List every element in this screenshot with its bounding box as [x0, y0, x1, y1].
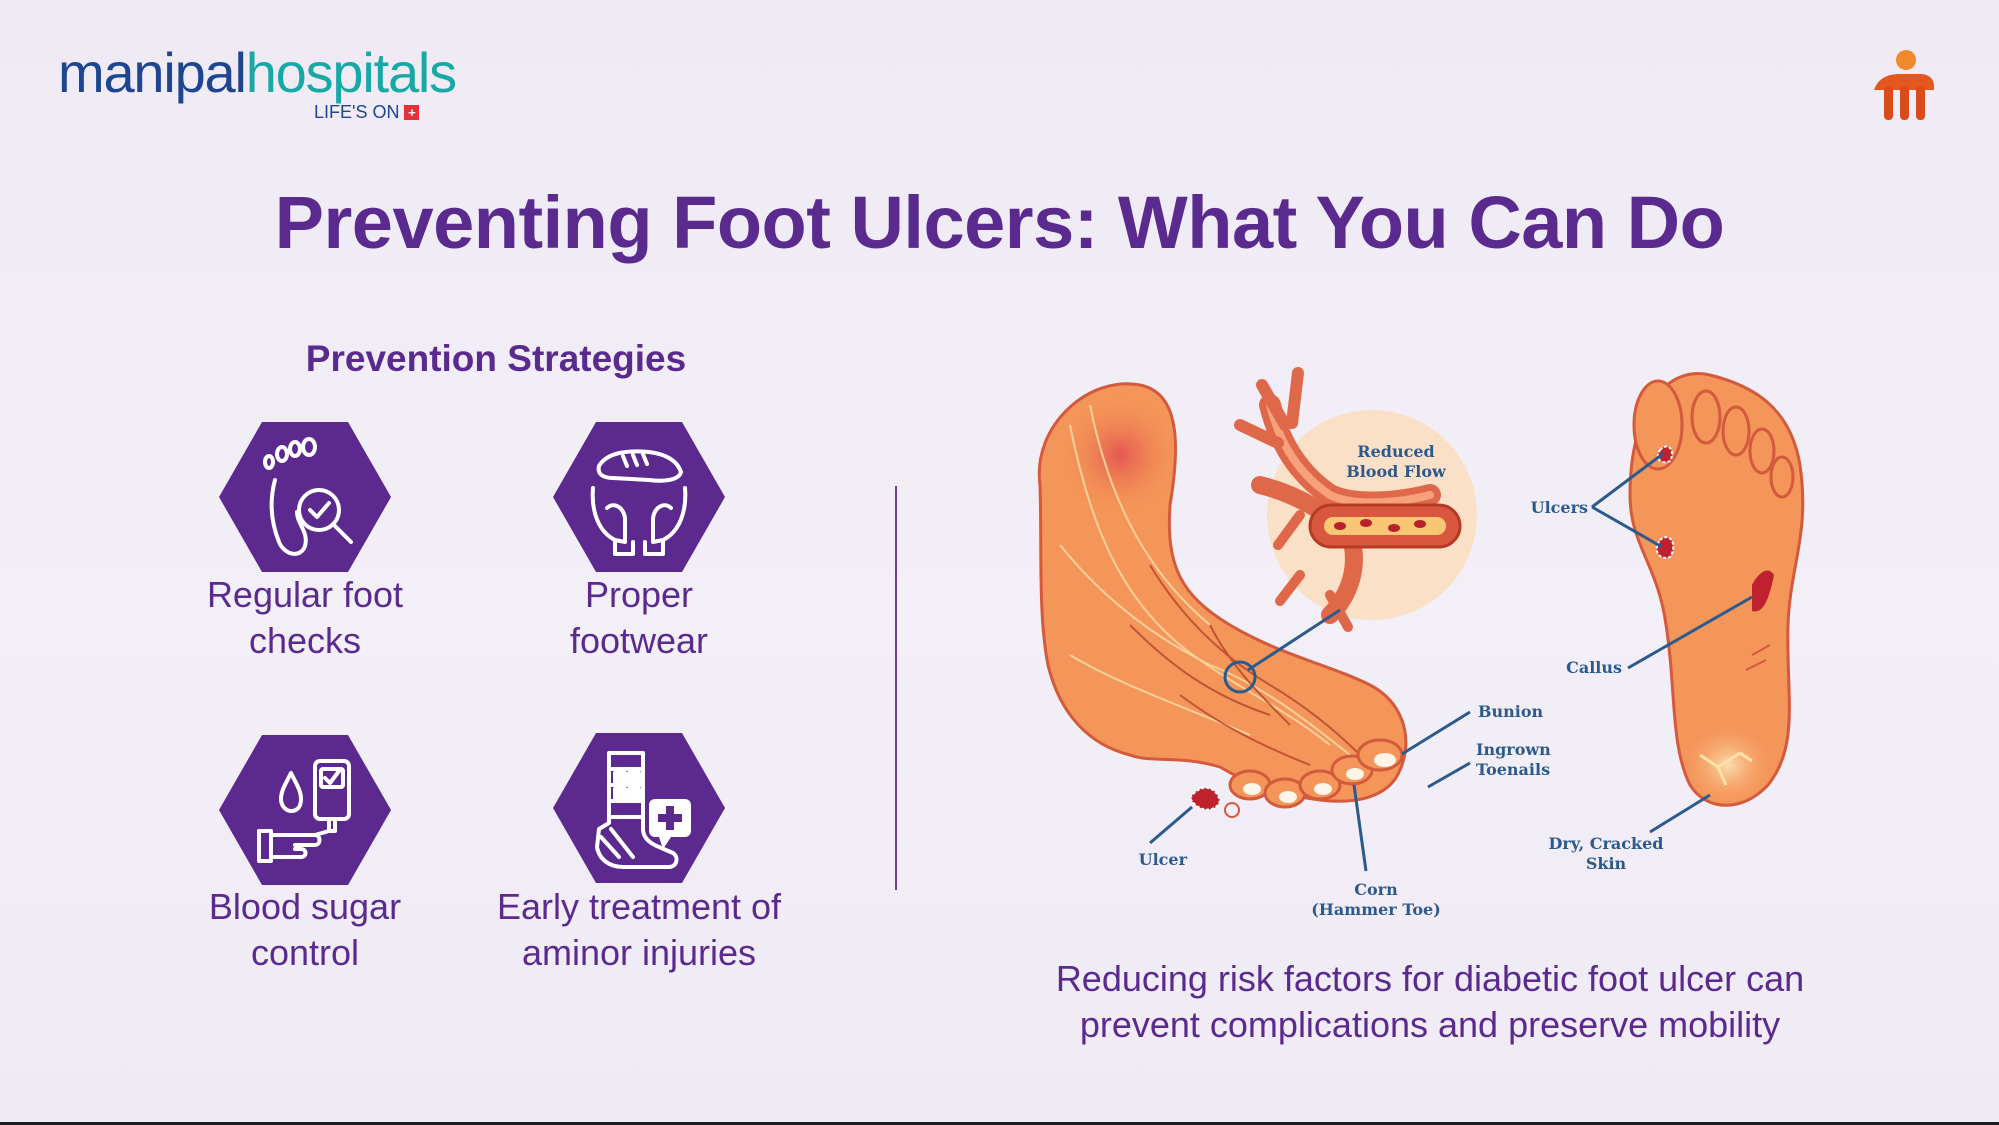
strategy-label-line: control	[250, 932, 360, 973]
annotation-ulcers: Ulcers	[1531, 498, 1588, 517]
brand-wordmark: manipalhospitals	[58, 40, 457, 106]
sole-foot-drawing	[1628, 372, 1805, 807]
strategy-label-foot-checks: Regular foot checks	[135, 572, 475, 664]
brand-symbol-icon	[1874, 50, 1934, 120]
annotation-reduced-blood-flow-1: Reduced	[1357, 442, 1434, 461]
annotation-dry-skin-1: Dry, Cracked	[1549, 834, 1664, 853]
strategy-label-line: footwear	[569, 620, 709, 661]
strategy-label-blood-sugar: Blood sugar control	[135, 884, 475, 976]
bandaged-foot-icon	[553, 733, 725, 883]
caption-line-2: prevent complications and preserve mobil…	[1079, 1004, 1781, 1045]
tagline-text: LIFE'S ON	[314, 102, 400, 122]
strategy-label-early-treatment: Early treatment of aminor injuries	[469, 884, 809, 976]
strategy-label-line: checks	[248, 620, 362, 661]
bottom-edge-bar	[0, 1122, 1999, 1125]
strategy-label-line: Blood sugar	[208, 886, 402, 927]
section-divider	[895, 486, 897, 890]
strategy-label-line: Regular foot	[206, 574, 404, 615]
caption-line-1: Reducing risk factors for diabetic foot …	[1055, 958, 1805, 999]
annotation-ulcer: Ulcer	[1139, 850, 1188, 869]
strategy-label-footwear: Proper footwear	[469, 572, 809, 664]
side-foot-drawing	[1037, 382, 1408, 818]
annotation-corn-1: Corn	[1354, 880, 1398, 899]
brand-name-part1: manipal	[58, 41, 247, 104]
glucose-meter-icon	[219, 735, 391, 885]
brand-tagline: LIFE'S ON +	[314, 102, 420, 123]
annotation-callus: Callus	[1566, 658, 1622, 677]
brand-name-part2: hospitals	[245, 41, 457, 104]
foot-magnifier-icon	[219, 422, 391, 572]
page-title: Preventing Foot Ulcers: What You Can Do	[274, 181, 1725, 264]
strategy-label-line: Proper	[584, 574, 694, 615]
annotation-bunion: Bunion	[1478, 702, 1544, 721]
illustration-caption: Reducing risk factors for diabetic foot …	[970, 956, 1890, 1048]
annotation-reduced-blood-flow-2: Blood Flow	[1346, 462, 1447, 481]
annotation-ingrown-1: Ingrown	[1476, 740, 1551, 759]
annotation-ingrown-2: Toenails	[1476, 760, 1550, 779]
strategy-label-line: Early treatment of	[496, 886, 782, 927]
tagline-plus-badge: +	[404, 105, 420, 120]
shoe-in-hands-icon	[553, 422, 725, 572]
brand-logo: manipalhospitals LIFE'S ON +	[58, 40, 457, 122]
strategies-heading: Prevention Strategies	[305, 338, 687, 379]
annotation-dry-skin-2: Skin	[1586, 854, 1627, 873]
diabetic-foot-illustration: Reduced Blood Flow Ulcers Callus Bunion …	[1037, 367, 1805, 919]
blood-vessel-inset: Reduced Blood Flow	[1234, 367, 1477, 672]
strategy-label-line: aminor injuries	[521, 932, 757, 973]
annotation-corn-2: (Hammer Toe)	[1311, 900, 1441, 919]
